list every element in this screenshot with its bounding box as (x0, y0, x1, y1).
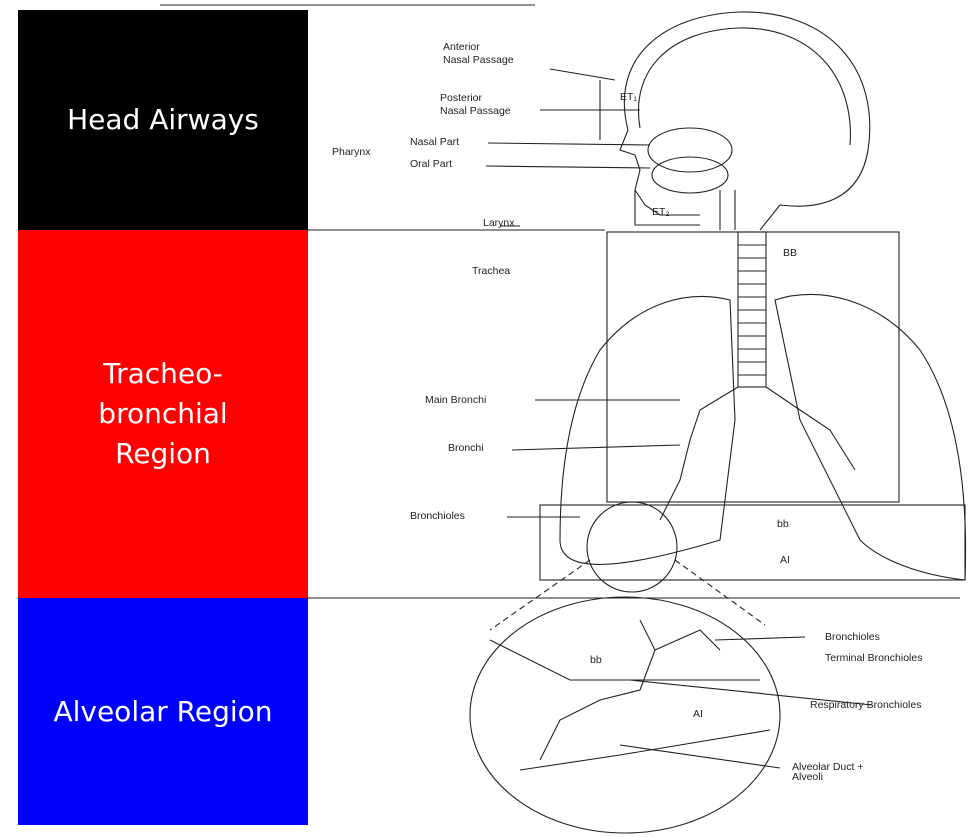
head-illustration (620, 12, 870, 230)
anterior-label-1: Anterior (443, 41, 480, 53)
posterior-label-2: Nasal Passage (440, 105, 511, 117)
main-bronchi-label: Main Bronchi (425, 394, 486, 406)
bb-upper-label: BB (783, 247, 797, 259)
bb-lower-label: bb (777, 518, 789, 530)
pharynx-tube (720, 190, 735, 230)
skull-inner (638, 28, 850, 145)
inset-ai-label: AI (693, 708, 703, 720)
oral-cavity (652, 157, 728, 193)
nasal-cavity (648, 128, 732, 172)
ai-lower-label: AI (780, 554, 790, 566)
larynx-label: Larynx (483, 217, 515, 229)
inset-airways (540, 620, 720, 760)
zoom-lines (490, 560, 765, 630)
trachea (660, 232, 855, 520)
alveolar-duct-label-2: Alveoli (792, 771, 823, 783)
bb-box (607, 232, 899, 502)
bb-ai-box (540, 505, 965, 580)
lungs (560, 294, 966, 580)
posterior-label-1: Posterior (440, 92, 483, 104)
inset-boundaries (490, 640, 770, 770)
zoom-source-circle (587, 502, 677, 592)
bronchi-label: Bronchi (448, 442, 484, 454)
pharynx-label: Pharynx (332, 146, 371, 158)
nasal-part-label: Nasal Part (410, 136, 459, 148)
terminal-bronchioles-label: Terminal Bronchioles (825, 652, 922, 664)
trachea-label: Trachea (472, 265, 510, 277)
inset-circle (470, 597, 780, 833)
right-lung (775, 294, 966, 580)
inset-bb-label: bb (590, 654, 602, 666)
left-lung (560, 297, 735, 565)
skull-outline (624, 12, 869, 230)
oral-part-label: Oral Part (410, 158, 452, 170)
et-brackets (600, 80, 700, 225)
anterior-label-2: Nasal Passage (443, 54, 514, 66)
inset-bronchioles-label: Bronchioles (825, 631, 880, 643)
et2-label: ET₂ (652, 206, 670, 218)
et1-label: ET₁ (620, 91, 637, 103)
bronchioles-label: Bronchioles (410, 510, 465, 522)
